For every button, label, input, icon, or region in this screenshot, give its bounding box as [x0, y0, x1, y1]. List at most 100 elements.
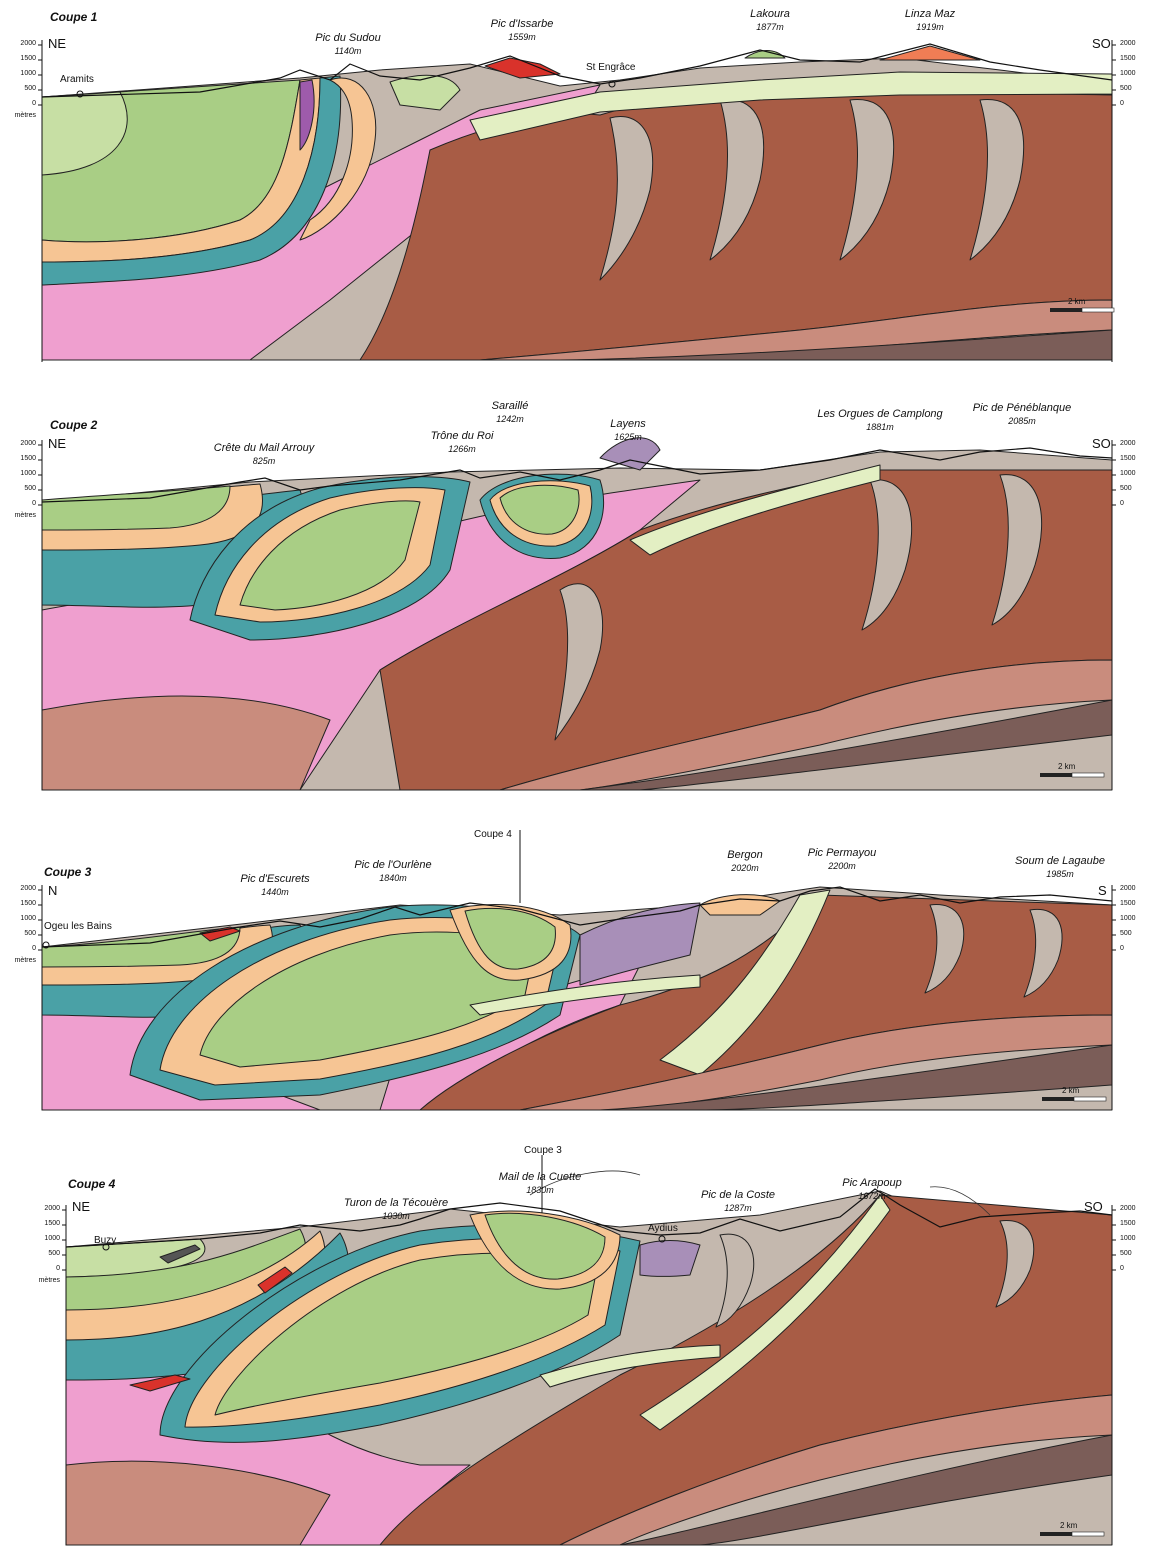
unit-purple [299, 79, 315, 151]
section-3-drawing [38, 830, 1116, 1111]
unit-red-lens-2 [257, 1266, 293, 1294]
axis-tick: 1500 [44, 1220, 60, 1227]
eroded-fold-outline [529, 1170, 641, 1196]
town-name: Ogeu les Bains [44, 921, 112, 932]
axis-tick: 2000 [20, 440, 36, 447]
axis-tick: 2000 [1120, 885, 1136, 892]
peak-elevation: 2020m [731, 863, 759, 873]
right-direction: SO [1092, 436, 1111, 451]
peak-elevation: 1287m [724, 1203, 752, 1213]
peak-elevation: 2085m [1008, 416, 1036, 426]
cross-section-4: Coupe 4 NE SO Coupe 3 2000 1500 1000 500… [0, 1135, 1152, 1555]
right-direction: S [1098, 883, 1107, 898]
unit-grey-fold-1 [924, 904, 965, 994]
unit-red-lens [199, 926, 241, 942]
peak-name: Soum de Lagaube [1015, 855, 1105, 867]
axis-tick: 1000 [20, 70, 36, 77]
unit-green-left [41, 926, 241, 968]
town-name: Buzy [94, 1235, 117, 1246]
cross-section-1: Coupe 1 NE SO 2000 1500 1000 500 0 mètre… [0, 0, 1152, 370]
scale-bar [1040, 1531, 1105, 1537]
axis-tick: 500 [48, 1250, 60, 1257]
scale-label: 2 km [1058, 762, 1076, 771]
unit-pinkbrown-left [65, 1460, 331, 1546]
axis-tick: 1000 [1120, 70, 1136, 77]
unit-label: mètres [14, 512, 36, 519]
axis-tick: 1000 [20, 470, 36, 477]
axis-tick: 2000 [1120, 40, 1136, 47]
scale-label: 2 km [1068, 297, 1086, 306]
unit-palegreen-slab [629, 464, 881, 556]
peak-elevation: 1830m [526, 1185, 554, 1195]
axis-tick: 2000 [1120, 1205, 1136, 1212]
axis-tick: 2000 [44, 1205, 60, 1212]
axis-tick: 500 [24, 930, 36, 937]
peak-name: Pic de l'Ourlène [354, 859, 432, 871]
peak-name: Bergon [727, 849, 763, 861]
left-direction: N [48, 883, 58, 898]
peak-name: Pic de Pénéblanque [972, 402, 1072, 414]
axis-tick: 1500 [20, 55, 36, 62]
unit-palegreen-slab-2 [539, 1344, 721, 1388]
unit-palegreen-slab-2 [469, 974, 701, 1016]
axis-tick: 1500 [1120, 900, 1136, 907]
scale-label: 2 km [1062, 1086, 1080, 1095]
peak-elevation: 1672m [858, 1191, 886, 1201]
town-name: Aramits [60, 74, 94, 85]
peak-name: Les Orgues de Camplong [817, 408, 943, 420]
section-2-drawing [38, 437, 1116, 791]
scale-bar [1050, 307, 1115, 313]
unit-pinkbrown [41, 695, 331, 791]
peak-elevation: 1266m [448, 444, 476, 454]
peak-name: Trône du Roi [430, 430, 494, 442]
unit-red-lens [129, 1374, 191, 1392]
unit-orange-sudou [299, 77, 377, 241]
axis-tick: 500 [1120, 1250, 1132, 1257]
axis-tick: 1500 [20, 900, 36, 907]
unit-grey-fold-2 [1023, 908, 1063, 998]
scale-bar [1042, 1096, 1107, 1102]
peak-name: Lakoura [750, 8, 790, 20]
unit-green-left [41, 485, 231, 531]
axis-tick: 1000 [1120, 1235, 1136, 1242]
unit-label: mètres [14, 957, 36, 964]
peak-name: Pic d'Issarbe [490, 18, 554, 30]
unit-darkbrown [559, 329, 1113, 361]
peak-name: Pic Permayou [807, 847, 877, 859]
peak-name: Pic du Sudou [315, 32, 381, 44]
peak-name: Turon de la Técouère [343, 1197, 449, 1209]
peak-elevation: 1881m [866, 422, 894, 432]
unit-grey-fold-2 [861, 479, 912, 631]
peak-name: Layens [610, 418, 646, 430]
peak-elevation: 1140m [334, 46, 362, 56]
unit-grey-fold-4 [969, 99, 1025, 261]
unit-green-syncline [484, 1212, 606, 1280]
axis-tick: 0 [56, 1265, 60, 1272]
unit-green-syncline [499, 484, 580, 535]
left-direction: NE [72, 1199, 91, 1214]
peak-name: Pic de la Coste [701, 1189, 775, 1201]
axis-tick: 0 [1120, 500, 1124, 507]
unit-grey-fold-3 [991, 474, 1042, 626]
town-marker-icon [658, 1235, 666, 1243]
scale-label: 2 km [1060, 1521, 1078, 1530]
axis-tick: 2000 [20, 885, 36, 892]
axis-tick: 500 [1120, 930, 1132, 937]
unit-palegreen-slab [639, 1194, 891, 1431]
unit-grey-fold-1 [554, 583, 604, 741]
eroded-fold-outline [929, 1186, 991, 1216]
left-direction: NE [48, 36, 67, 51]
unit-red-cap [484, 57, 561, 79]
axis-tick: 500 [24, 85, 36, 92]
axis-tick: 1500 [1120, 55, 1136, 62]
topographic-profile [65, 1188, 1113, 1248]
axis-tick: 0 [1120, 1265, 1124, 1272]
peak-elevation: 1840m [379, 873, 407, 883]
right-direction: SO [1084, 1199, 1103, 1214]
left-direction: NE [48, 436, 67, 451]
axis-tick: 1500 [1120, 1220, 1136, 1227]
unit-label: mètres [14, 112, 36, 119]
axis-tick: 0 [32, 500, 36, 507]
peak-name: Crête du Mail Arrouy [213, 442, 315, 454]
peak-elevation: 1440m [261, 887, 289, 897]
